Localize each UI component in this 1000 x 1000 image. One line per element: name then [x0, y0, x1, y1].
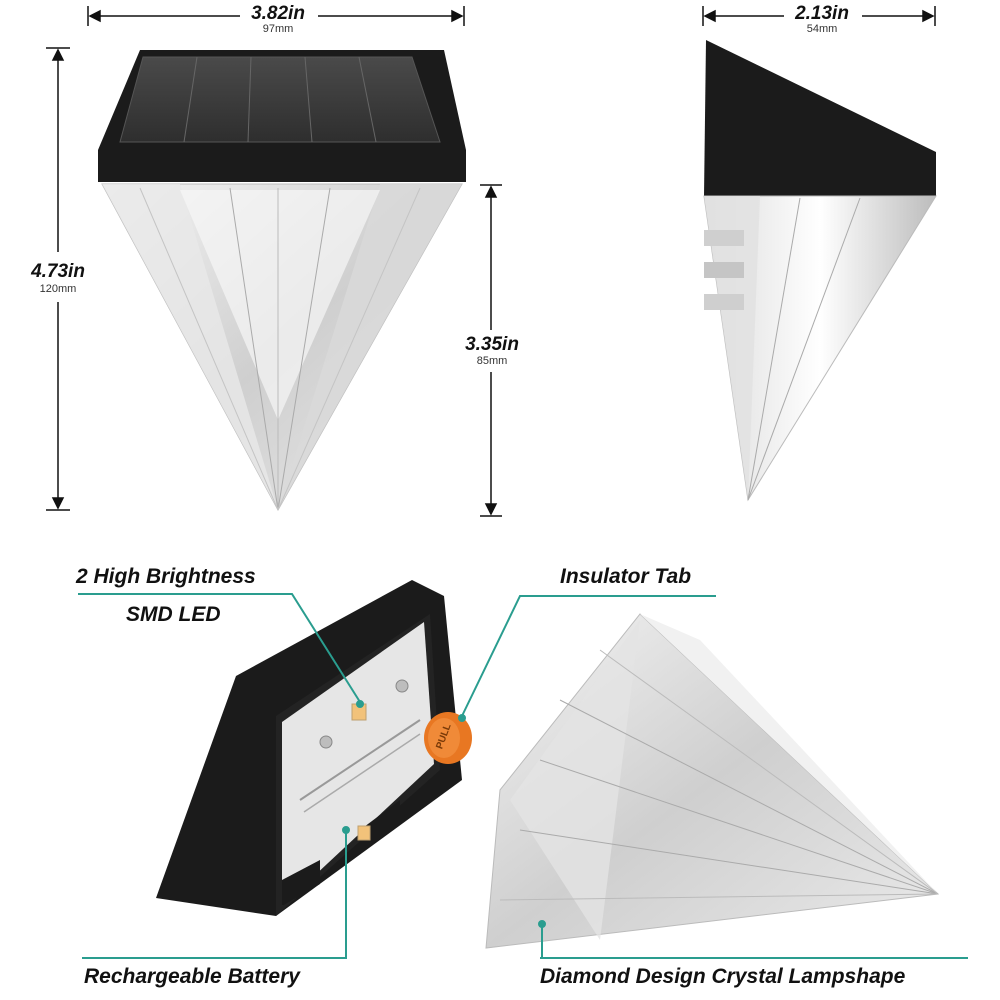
lamp-height-label: 3.35in	[465, 334, 519, 355]
callout-lampshade: Diamond Design Crystal Lampshape	[540, 965, 906, 988]
front-view-lamp	[98, 50, 466, 512]
smd-led-chip	[351, 703, 371, 841]
lamp-height-metric: 85mm	[476, 355, 508, 367]
side-width-label: 2.13in	[795, 3, 849, 24]
housing-back-view	[156, 580, 462, 916]
total-height-label: 4.73in	[31, 261, 85, 282]
callout-insulator: Insulator Tab	[560, 565, 692, 588]
solar-panel	[119, 56, 441, 143]
dimension-arrow-side-width	[702, 6, 936, 26]
callout-led-line1: 2 High Brightness	[76, 565, 256, 588]
total-height-metric: 120mm	[39, 283, 77, 295]
dimension-arrow-lamp-height	[480, 184, 502, 517]
dimension-arrow-total-height	[46, 47, 70, 511]
callout-line-led	[78, 593, 364, 708]
insulator-tab	[424, 712, 472, 764]
callout-line-battery	[82, 826, 350, 959]
callout-battery: Rechargeable Battery	[84, 965, 300, 988]
side-width-metric: 54mm	[806, 23, 838, 35]
front-width-metric: 97mm	[262, 23, 294, 35]
callout-line-lampshade	[538, 920, 968, 959]
callout-line-insulator	[458, 595, 716, 722]
callout-led-line2: SMD LED	[126, 603, 221, 626]
front-width-label: 3.82in	[251, 3, 305, 24]
crystal-lampshade	[485, 613, 940, 949]
dimension-arrow-front-width	[87, 6, 465, 26]
side-view-lamp	[703, 40, 937, 502]
